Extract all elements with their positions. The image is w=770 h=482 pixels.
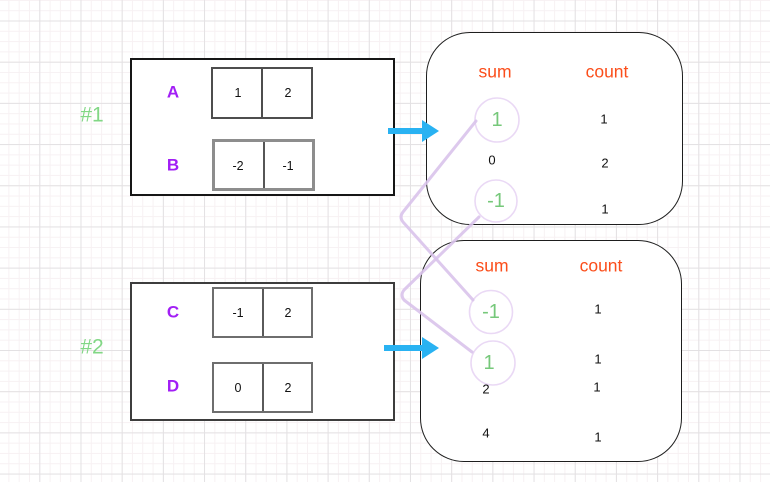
array-cell[interactable] — [214, 289, 264, 336]
hashmap-2-count-value[interactable]: 1 — [593, 379, 601, 395]
hashmap-1-count-value[interactable]: 2 — [601, 155, 609, 171]
array-b-cells[interactable] — [212, 139, 315, 191]
hashmap-2-count-value[interactable]: 1 — [594, 429, 602, 445]
array-cell[interactable] — [213, 69, 263, 117]
array-c-cells[interactable] — [212, 287, 313, 338]
hashmap-2-count-value[interactable]: 1 — [594, 351, 602, 367]
hashmap-2-count-header[interactable]: count — [579, 255, 623, 276]
hashmap-2-count-value[interactable]: 1 — [594, 301, 602, 317]
array-b-value-0: -2 — [232, 158, 244, 173]
array-d-name[interactable]: D — [166, 376, 180, 396]
hashmap-2-box[interactable] — [420, 240, 682, 462]
array-c-name[interactable]: C — [166, 302, 180, 322]
hashmap-1-box[interactable] — [426, 32, 683, 225]
array-b-value-1: -1 — [282, 158, 294, 173]
array-cell[interactable] — [214, 364, 264, 411]
array-d-value-1: 2 — [284, 380, 292, 395]
array-a-value-0: 1 — [234, 85, 242, 100]
hashmap-1-sum-value[interactable]: 1 — [491, 109, 503, 131]
hashmap-2-sum-header[interactable]: sum — [475, 255, 509, 276]
hashmap-1-count-header[interactable]: count — [585, 61, 629, 82]
array-c-value-1: 2 — [284, 305, 292, 320]
hashmap-1-count-value[interactable]: 1 — [600, 111, 608, 127]
array-b-name[interactable]: B — [166, 155, 180, 175]
hashmap-1-sum-value[interactable]: -1 — [487, 190, 505, 212]
array-cell[interactable] — [215, 142, 265, 188]
array-a-cells[interactable] — [211, 67, 313, 119]
array-d-value-0: 0 — [234, 380, 242, 395]
hashmap-1-sum-header[interactable]: sum — [478, 61, 512, 82]
hashmap-1-count-value[interactable]: 1 — [601, 201, 609, 217]
array-a-value-1: 2 — [284, 85, 292, 100]
hashmap-2-sum-value[interactable]: 4 — [482, 425, 490, 441]
group-1-label[interactable]: #1 — [80, 103, 104, 127]
array-a-name[interactable]: A — [166, 82, 180, 102]
hashmap-1-sum-value[interactable]: 0 — [488, 152, 496, 168]
hashmap-2-sum-value[interactable]: -1 — [482, 301, 500, 323]
array-c-value-0: -1 — [232, 305, 244, 320]
hashmap-2-sum-value[interactable]: 2 — [482, 381, 490, 397]
hashmap-2-sum-value[interactable]: 1 — [483, 352, 495, 374]
group-2-label[interactable]: #2 — [80, 335, 104, 359]
array-d-cells[interactable] — [212, 362, 313, 413]
